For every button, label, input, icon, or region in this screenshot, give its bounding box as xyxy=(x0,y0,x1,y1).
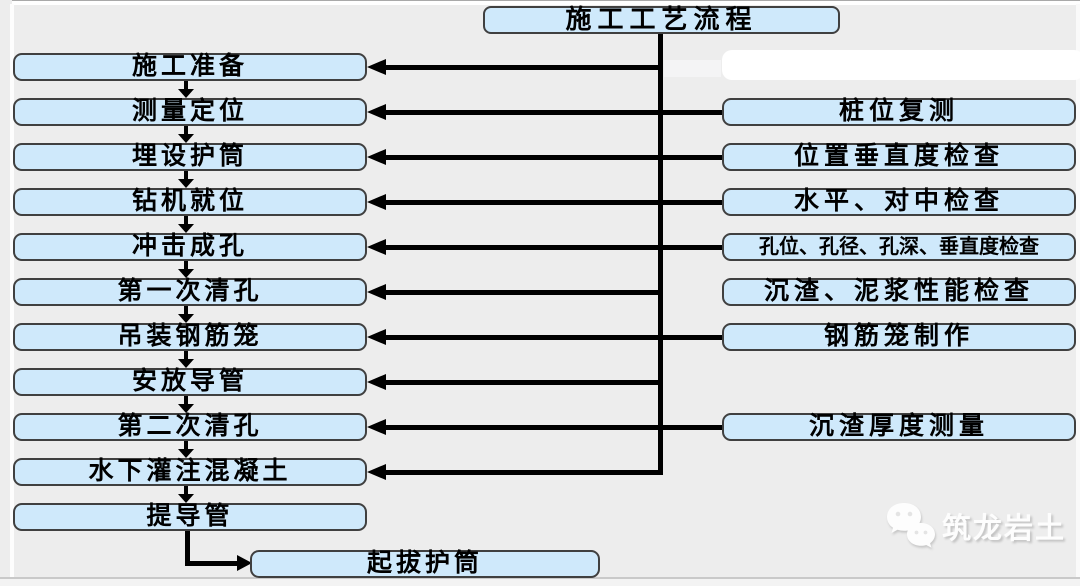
flow-step-box: 冲击成孔 xyxy=(13,233,367,261)
down-arrow-icon xyxy=(184,216,188,226)
slide-right-edge xyxy=(1076,4,1080,577)
flow-step-box: 提导管 xyxy=(13,503,367,531)
watermark: 筑龙岩土 xyxy=(884,499,1066,553)
elbow-connector xyxy=(185,531,190,566)
check-label: 沉渣、泥浆性能检查 xyxy=(763,278,1034,305)
down-arrow-icon xyxy=(184,126,188,136)
flow-step-box: 施工准备 xyxy=(13,53,367,81)
down-arrow-icon xyxy=(184,441,188,451)
slide-top-edge xyxy=(12,0,1080,5)
connector-line xyxy=(382,290,663,295)
down-arrowhead-icon xyxy=(178,269,194,278)
down-arrowhead-icon xyxy=(178,134,194,143)
erased-connector-patch xyxy=(664,60,721,77)
down-arrowhead-icon xyxy=(178,494,194,503)
diagram-title: 施工工艺流程 xyxy=(565,5,758,34)
blank-check-box xyxy=(722,50,1080,80)
flow-step-label: 起拔护筒 xyxy=(366,550,483,577)
left-arrowhead-icon xyxy=(367,329,386,345)
down-arrowhead-icon xyxy=(178,314,194,323)
down-arrowhead-icon xyxy=(178,179,194,188)
connector-line xyxy=(382,335,722,340)
flow-step-label: 第二次清孔 xyxy=(117,413,263,440)
title-box: 施工工艺流程 xyxy=(483,6,840,34)
left-arrowhead-icon xyxy=(367,284,386,300)
connector-line xyxy=(382,470,663,475)
down-arrow-icon xyxy=(184,306,188,316)
connector-line xyxy=(382,245,722,250)
left-arrowhead-icon xyxy=(367,194,386,210)
check-box: 桩位复测 xyxy=(722,98,1076,126)
check-label: 沉渣厚度测量 xyxy=(808,413,989,440)
left-arrowhead-icon xyxy=(367,149,386,165)
check-label: 孔位、孔径、孔深、垂直度检查 xyxy=(759,236,1039,258)
down-arrow-icon xyxy=(184,396,188,406)
flow-step-label: 吊装钢筋笼 xyxy=(117,323,263,350)
down-arrowhead-icon xyxy=(178,224,194,233)
trunk-line xyxy=(658,34,663,475)
check-label: 位置垂直度检查 xyxy=(793,143,1004,170)
elbow-connector xyxy=(185,561,238,566)
flow-step-box: 埋设护筒 xyxy=(13,143,367,171)
flow-step-box: 钻机就位 xyxy=(13,188,367,216)
flow-step-box: 水下灌注混凝土 xyxy=(13,458,367,486)
connector-line xyxy=(382,200,722,205)
connector-line xyxy=(382,65,663,70)
left-arrowhead-icon xyxy=(367,59,386,75)
right-arrowhead-icon xyxy=(237,555,252,571)
flow-step-label: 提导管 xyxy=(146,503,234,530)
check-box: 钢筋笼制作 xyxy=(722,323,1076,351)
flow-step-box: 起拔护筒 xyxy=(250,550,600,578)
left-arrowhead-icon xyxy=(367,374,386,390)
slide-bottom-edge xyxy=(0,577,1080,586)
flow-step-label: 埋设护筒 xyxy=(131,143,248,170)
down-arrow-icon xyxy=(184,81,188,91)
check-label: 桩位复测 xyxy=(838,98,959,125)
connector-line xyxy=(382,380,663,385)
check-box: 位置垂直度检查 xyxy=(722,143,1076,171)
down-arrow-icon xyxy=(184,351,188,361)
flow-step-label: 施工准备 xyxy=(131,53,248,80)
down-arrowhead-icon xyxy=(178,404,194,413)
left-arrowhead-icon xyxy=(367,104,386,120)
check-box: 孔位、孔径、孔深、垂直度检查 xyxy=(722,233,1076,261)
slide-left-edge xyxy=(10,4,14,577)
down-arrowhead-icon xyxy=(178,89,194,98)
check-label: 水平、对中检查 xyxy=(793,188,1004,215)
flow-step-box: 第一次清孔 xyxy=(13,278,367,306)
flow-step-label: 测量定位 xyxy=(131,98,248,125)
down-arrow-icon xyxy=(184,261,188,271)
flow-step-box: 测量定位 xyxy=(13,98,367,126)
flow-step-box: 安放导管 xyxy=(13,368,367,396)
left-arrowhead-icon xyxy=(367,464,386,480)
left-arrowhead-icon xyxy=(367,419,386,435)
flow-step-label: 第一次清孔 xyxy=(117,278,263,305)
flow-step-label: 水下灌注混凝土 xyxy=(88,458,292,485)
check-box: 水平、对中检查 xyxy=(722,188,1076,216)
flow-step-label: 钻机就位 xyxy=(131,188,248,215)
check-label: 钢筋笼制作 xyxy=(823,323,974,350)
down-arrowhead-icon xyxy=(178,449,194,458)
check-box: 沉渣、泥浆性能检查 xyxy=(722,278,1076,306)
flow-step-box: 吊装钢筋笼 xyxy=(13,323,367,351)
flow-step-box: 第二次清孔 xyxy=(13,413,367,441)
connector-line xyxy=(382,425,722,430)
flow-step-label: 安放导管 xyxy=(131,368,248,395)
down-arrowhead-icon xyxy=(178,359,194,368)
connector-line xyxy=(382,155,722,160)
wechat-bubbles-icon xyxy=(887,503,935,548)
down-arrow-icon xyxy=(184,486,188,496)
watermark-text: 筑龙岩土 xyxy=(942,513,1067,545)
down-arrow-icon xyxy=(184,171,188,181)
left-arrowhead-icon xyxy=(367,239,386,255)
flow-step-label: 冲击成孔 xyxy=(131,233,248,260)
check-box: 沉渣厚度测量 xyxy=(722,413,1076,441)
connector-line xyxy=(382,110,722,115)
